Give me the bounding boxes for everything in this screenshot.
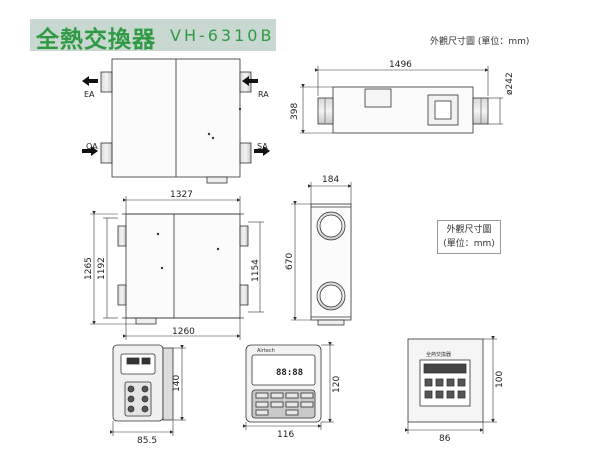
port-ea: EA (84, 90, 95, 99)
dim-end-width: 184 (322, 175, 339, 185)
plan-view-dimensions (90, 196, 264, 340)
dim-ctrl2-width: 116 (277, 430, 294, 440)
unit-note-top: 外觀尺寸圖 (單位：mm) (430, 37, 530, 47)
ctrl2-brand: Airtech (257, 348, 275, 354)
controller-3-dimensions (405, 336, 497, 434)
end-view-unit (310, 203, 352, 326)
port-oa: OA (86, 142, 98, 151)
dim-ctrl3-width: 86 (439, 434, 451, 444)
airflow-arrows (82, 76, 270, 156)
product-title: 全熱交換器 (36, 27, 156, 53)
controller-1-dimensions (110, 345, 186, 436)
dim-ctrl1-height: 140 (172, 375, 182, 392)
top-view-unit (100, 58, 252, 184)
dim-ctrl1-width: 85.5 (137, 436, 157, 446)
plan-view-unit (117, 213, 249, 325)
ctrl2-display: 88:88 (276, 368, 303, 378)
model-number: VH-6310B (170, 26, 275, 45)
controller-2 (245, 344, 322, 423)
unit-note-box: 外觀尺寸圖 (單位：mm) (437, 220, 501, 254)
dim-ctrl2-height: 120 (332, 376, 342, 393)
port-sa: SA (257, 142, 268, 151)
port-ra: RA (258, 90, 269, 99)
ctrl3-brand: 全熱交換器 (426, 351, 451, 358)
unit-box-line1: 外觀尺寸圖 (446, 225, 492, 235)
dim-plan-depth-inner: 1154 (251, 259, 261, 282)
dim-side-length: 1496 (389, 60, 412, 70)
dim-plan-depth-outer: 1265 (84, 257, 94, 280)
dim-plan-width-inner: 1260 (172, 327, 195, 337)
side-view-unit (317, 86, 489, 134)
dim-end-height: 670 (285, 253, 295, 270)
side-view-dimensions (300, 66, 503, 134)
end-view-dimensions (291, 182, 352, 321)
unit-box-line2: (單位：mm) (443, 239, 495, 249)
controller-2-dimensions (243, 342, 334, 430)
dim-side-height: 398 (290, 103, 300, 120)
controller-1 (112, 344, 174, 422)
title-banner (30, 19, 276, 51)
dim-ctrl3-height: 100 (495, 371, 505, 388)
dim-plan-depth-mid: 1192 (97, 257, 107, 280)
dim-duct-diameter: ø242 (505, 72, 515, 95)
controller-3 (407, 338, 484, 423)
dim-plan-width-outer: 1327 (170, 190, 193, 200)
